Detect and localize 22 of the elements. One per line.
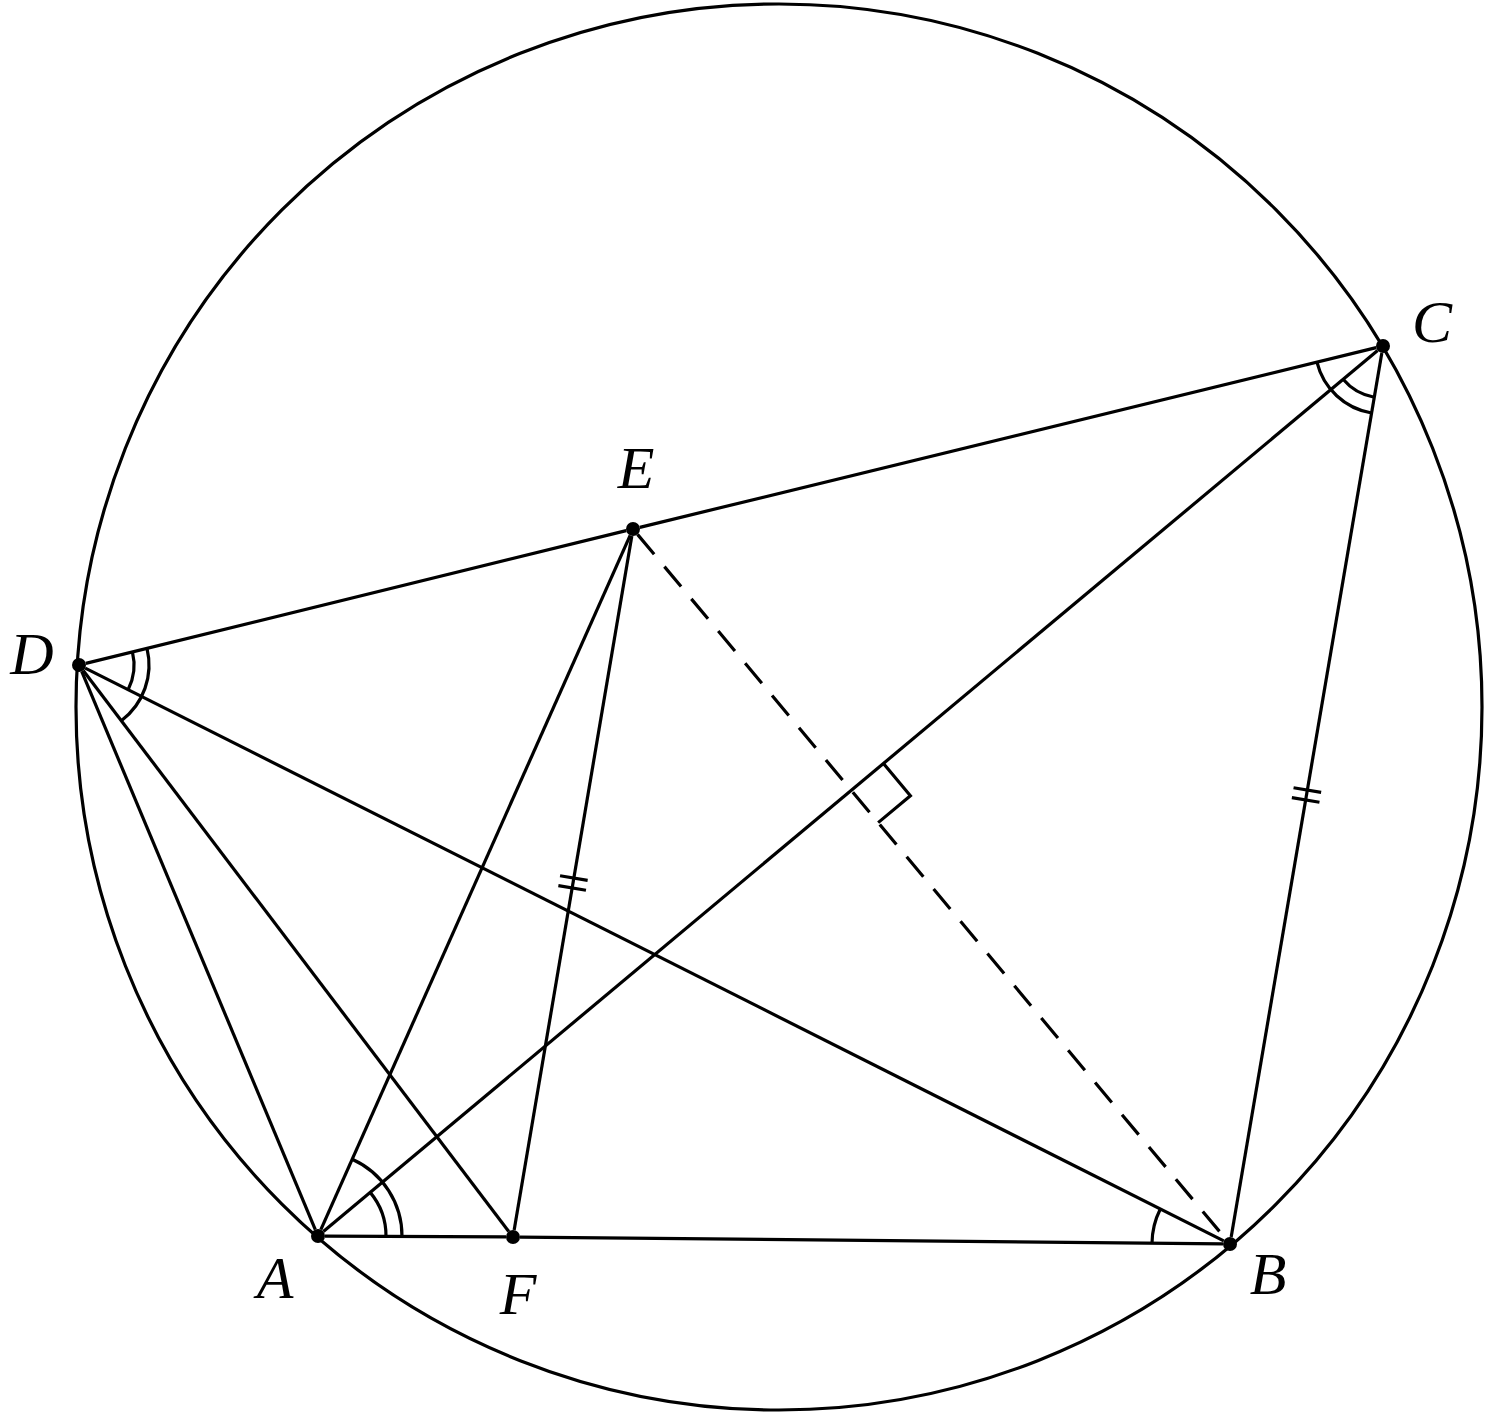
point-label: C (1412, 292, 1452, 352)
line-segment (85, 529, 627, 665)
point-label: B (1249, 1244, 1287, 1304)
line-segment (512, 535, 634, 1231)
line-segment (1229, 352, 1384, 1238)
point-dot (72, 658, 86, 672)
point-dot (1376, 339, 1390, 353)
point-dot (1223, 1237, 1237, 1251)
point-dot (626, 522, 640, 536)
point-label: F (499, 1264, 537, 1324)
line-segment (80, 670, 317, 1231)
line-segment (520, 1235, 1223, 1246)
line-segment (84, 666, 1225, 1243)
point-dot (506, 1230, 520, 1244)
point-label: E (617, 438, 655, 498)
line-segment (639, 346, 1377, 529)
line-segment (319, 534, 632, 1231)
line-segment (322, 349, 1379, 1233)
line-segment (81, 669, 511, 1233)
point-label: D (10, 624, 54, 684)
line-segment (325, 1234, 506, 1239)
point-dot (311, 1229, 325, 1243)
